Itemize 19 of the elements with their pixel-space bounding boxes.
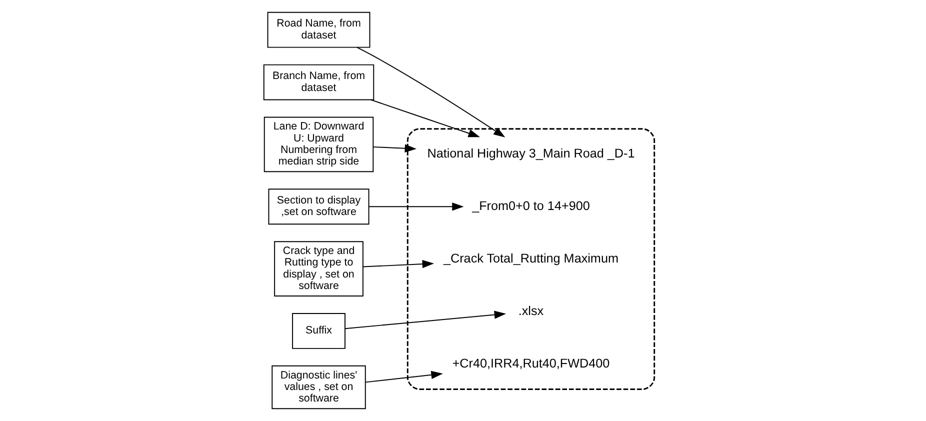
node-box: Section to display ,set on software [268,188,370,225]
node-box: Lane D: Downward U: Upward Numbering from median strip side [264,116,374,172]
arrow [356,46,506,138]
node-box: Diagnostic lines' values , set on software [272,365,366,410]
arrow [365,370,443,383]
node-text: _From0+0 to 14+900 [472,198,590,213]
node-box: Suffix [292,312,346,349]
node-box: Crack type and Rutting type to display , set on software [274,241,364,296]
node-text: National Highway 3_Main Road _D-1 [427,146,635,160]
node-box: Road Name, from dataset [267,12,370,48]
arrow [370,99,480,138]
node-text: .xlsx [518,304,544,318]
arrow [368,202,464,211]
arrow [362,260,434,268]
node-box: Branch Name, from dataset [263,64,374,100]
node-text: +Cr40,IRR4,Rut40,FWD400 [452,356,610,370]
node-text: _Crack Total_Rutting Maximum [444,251,618,266]
arrow [344,310,506,330]
arrow [372,144,416,152]
